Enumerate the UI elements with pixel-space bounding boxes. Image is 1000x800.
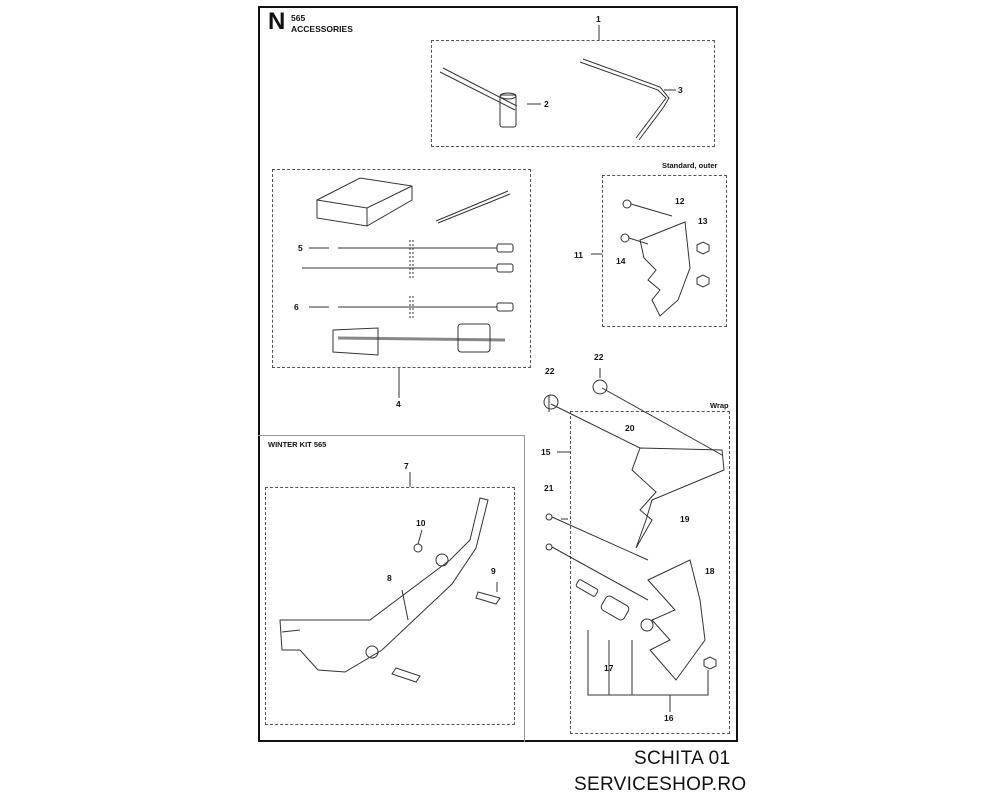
callout-2: 2 bbox=[544, 99, 549, 109]
callout-14: 14 bbox=[616, 256, 626, 266]
winter-kit-panel bbox=[258, 435, 525, 742]
winter-kit-box bbox=[265, 487, 515, 725]
wrap-handle-box bbox=[570, 411, 730, 734]
section-title: ACCESSORIES bbox=[291, 24, 353, 34]
callout-22-upper: 22 bbox=[594, 352, 604, 362]
callout-20: 20 bbox=[625, 423, 635, 433]
callout-5: 5 bbox=[298, 243, 303, 253]
callout-3: 3 bbox=[678, 85, 683, 95]
drawing-frame bbox=[258, 6, 738, 742]
callout-9: 9 bbox=[491, 566, 496, 576]
tools-group-box bbox=[431, 40, 715, 147]
callout-4: 4 bbox=[396, 399, 401, 409]
callout-12: 12 bbox=[675, 196, 685, 206]
diagnostic-kit-box bbox=[272, 169, 531, 368]
callout-13: 13 bbox=[698, 216, 708, 226]
callout-19: 19 bbox=[680, 514, 690, 524]
winter-kit-caption: WINTER KIT 565 bbox=[268, 440, 327, 449]
callout-16: 16 bbox=[664, 713, 674, 723]
callout-7: 7 bbox=[404, 461, 409, 471]
sheet-label: SCHITA 01 bbox=[634, 748, 731, 769]
standard-outer-box bbox=[602, 175, 727, 327]
model-number: 565 bbox=[291, 13, 306, 23]
callout-17: 17 bbox=[604, 663, 614, 673]
section-letter: N bbox=[268, 8, 286, 35]
wrap-caption: Wrap bbox=[710, 401, 729, 410]
callout-6: 6 bbox=[294, 302, 299, 312]
callout-1: 1 bbox=[596, 14, 601, 24]
callout-15: 15 bbox=[541, 447, 551, 457]
callout-11: 11 bbox=[574, 250, 583, 260]
standard-outer-caption: Standard, outer bbox=[662, 161, 718, 170]
site-label: SERVICESHOP.RO bbox=[574, 774, 747, 795]
callout-10: 10 bbox=[416, 518, 426, 528]
callout-21: 21 bbox=[544, 483, 554, 493]
callout-18: 18 bbox=[705, 566, 715, 576]
callout-22-lower: 22 bbox=[545, 366, 555, 376]
callout-8: 8 bbox=[387, 573, 392, 583]
